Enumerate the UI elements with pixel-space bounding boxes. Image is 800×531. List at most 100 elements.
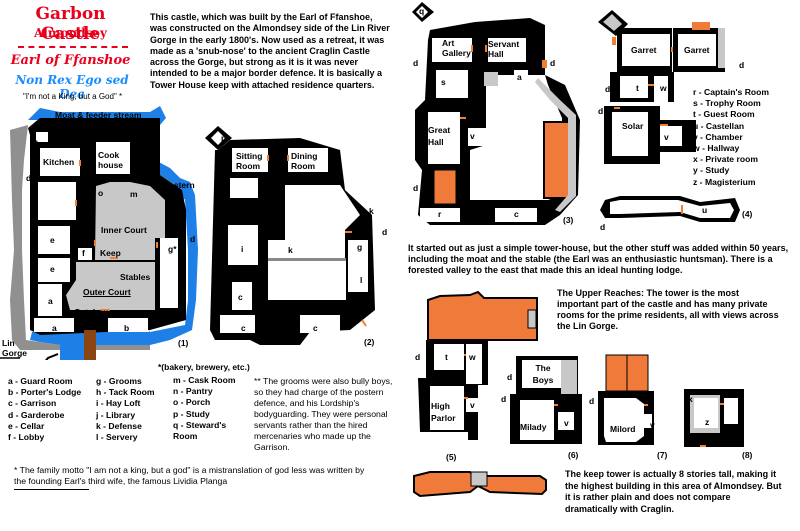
legend-item: x - Private room: [693, 154, 758, 165]
p5-room-w-label: w: [469, 352, 476, 362]
legend-item: u - Castellan: [693, 120, 745, 131]
plan-4-drawing: [598, 10, 740, 222]
plan-3-number: (3): [563, 215, 574, 225]
stables-label: Stables: [120, 272, 151, 282]
room-c1-label: c: [238, 292, 243, 302]
room-b-label: b: [124, 323, 130, 333]
room-a1-label: a: [48, 296, 53, 306]
title-divider: [18, 46, 128, 48]
room-k1-label: k: [369, 206, 374, 216]
legend-item: j - Library: [96, 409, 136, 420]
moat-label: Moat & feeder stream: [55, 110, 142, 120]
high-parlor-label: High Parlor: [431, 401, 456, 423]
plan-2-drawing: [205, 126, 375, 345]
milord-label: Milord: [610, 424, 636, 434]
room-q-label: q: [419, 6, 425, 16]
plan-1-drawing: [0, 106, 198, 360]
room-d4-label: d: [600, 222, 606, 232]
p7-room-d-label: d: [589, 396, 595, 406]
room-s-label: s: [441, 77, 446, 87]
grooms-note: ** The grooms were also bully boys, so t…: [254, 376, 393, 452]
legend-item: k - Defense: [96, 420, 142, 431]
room-n-label: n: [33, 137, 39, 147]
footnote-underline: [14, 489, 89, 490]
plan-6-number: (6): [568, 450, 579, 460]
garret-2-label: Garret: [684, 45, 710, 55]
room-a2-label: a: [52, 323, 57, 333]
keep-tower-paragraph: The keep tower is actually 8 stories tal…: [565, 469, 782, 514]
dining-room-label: Dining Room: [291, 151, 318, 171]
legend-item: c - Garrison: [8, 398, 57, 409]
room-k3-label: k: [280, 316, 285, 326]
legend-item: d - Garderobe: [8, 409, 65, 420]
cookhouse-label: Cook house: [98, 150, 124, 170]
plan-3-drawing: [412, 2, 580, 225]
room-d3-label: d: [214, 295, 220, 305]
legend-column-1: a - Guard Room b - Porter's Lodge c - Ga…: [8, 376, 81, 443]
room-d1-label: d: [214, 167, 220, 177]
p6-room-v-label: v: [564, 418, 569, 428]
legend-item: y - Study: [693, 165, 730, 176]
the-boys-label: The Boys: [532, 363, 554, 385]
plan-2-number: (2): [364, 337, 375, 347]
room-c2-label: c: [241, 323, 246, 333]
legend-item: z - Magisterium: [693, 176, 756, 187]
room-t-label: t: [636, 83, 639, 93]
legend-item: h - Tack Room: [96, 387, 155, 398]
solar-label: Solar: [622, 121, 644, 131]
p8-room-z-label: z: [705, 417, 710, 427]
outer-court-label: Outer Court: [83, 287, 131, 297]
p5-room-t-label: t: [445, 352, 448, 362]
legend-item: v - Chamber: [693, 131, 743, 142]
kitchen-label: Kitchen: [43, 157, 75, 167]
room-g-label: g*: [168, 244, 177, 254]
inner-court-label: Inner Court: [101, 225, 147, 235]
family-motto: Non Rex Ego sed Dea: [15, 73, 129, 101]
garret-1-label: Garret: [631, 45, 657, 55]
motto-translation: "I'm not a King, but a God" *: [22, 92, 123, 101]
room-c-label: c: [514, 209, 519, 219]
legend-item: o - Porch: [173, 397, 211, 408]
room-d2-label: d: [382, 227, 388, 237]
legend-item: w - Hallway: [693, 143, 740, 154]
legend-upper-rooms: r - Captain's Room s - Trophy Room t - G…: [693, 87, 769, 188]
motto-footnote: * The family motto "I am not a king, but…: [14, 465, 365, 486]
room-d2-label: d: [605, 84, 611, 94]
legend-column-3: m - Cask Room n - Pantry o - Porch p - S…: [173, 375, 243, 442]
upper-reaches-paragraph: The Upper Reaches: The tower is the most…: [557, 288, 779, 331]
room-d1-label: d: [26, 173, 32, 183]
legend-item: b - Porter's Lodge: [8, 387, 82, 398]
room-l-label: l: [360, 275, 363, 285]
postern-label: Postern: [163, 180, 195, 190]
legend-item: a - Guard Room: [8, 376, 73, 386]
room-d1-label: d: [739, 60, 745, 70]
p8-room-x-label: x: [688, 394, 693, 404]
p5-room-x-label: x: [421, 377, 426, 387]
room-d3-label: d: [413, 183, 419, 193]
room-r-label: r: [438, 209, 442, 219]
room-v-label: v: [664, 132, 669, 142]
castle-title: Garbon Castle: [35, 4, 106, 44]
plan-5-number: (5): [446, 452, 457, 462]
bakery-footnote: *(bakery, brewery, etc.): [158, 362, 250, 372]
great-hall-label: Great Hall: [428, 125, 451, 147]
room-p-label: p: [221, 133, 227, 143]
p7-room-v-label: v: [650, 420, 655, 430]
castle-location: Almondsey: [33, 26, 108, 40]
p6-room-d1-label: d: [507, 372, 513, 382]
p5-room-d-label: d: [415, 352, 421, 362]
legend-item: f - Lobby: [8, 432, 45, 443]
milady-label: Milady: [520, 422, 547, 432]
room-h-label: h: [164, 312, 170, 322]
room-d3-label: d: [598, 106, 604, 116]
servant-hall-label: Servant Hall: [488, 39, 520, 59]
legend-item: g - Grooms: [96, 376, 142, 386]
gatehouse-label: Gatehouse: [74, 307, 118, 317]
plan-7-number: (7): [657, 450, 668, 460]
plan-8-number: (8): [742, 450, 753, 460]
plan-1-number: (1): [178, 338, 189, 348]
room-c4-label: c: [347, 314, 352, 324]
legend-item: t - Guest Room: [693, 109, 755, 120]
p8-room-y-label: y: [738, 414, 743, 424]
